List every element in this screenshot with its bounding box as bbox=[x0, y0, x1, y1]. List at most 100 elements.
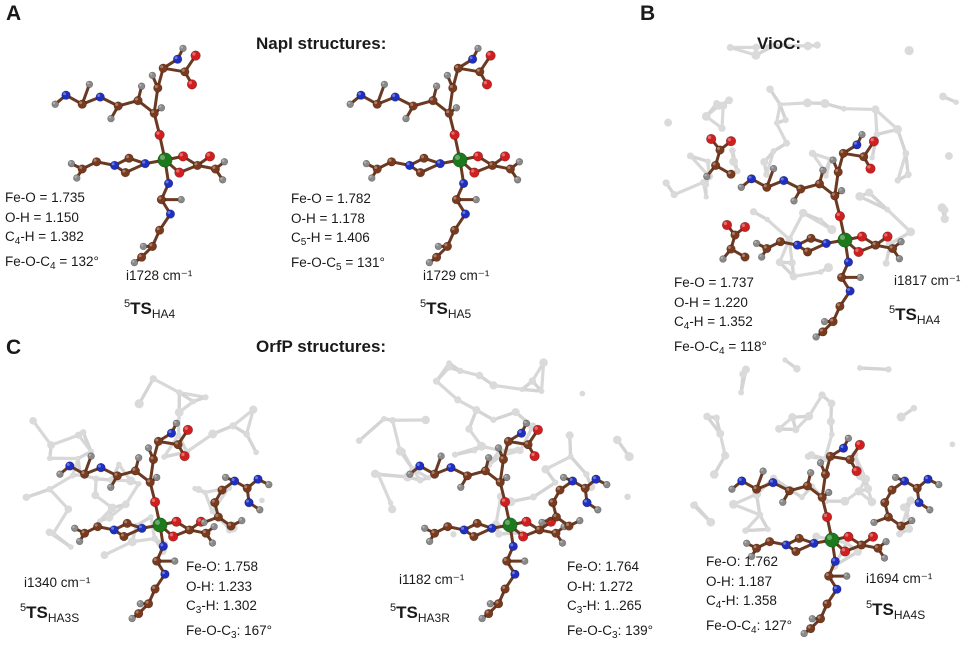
atom-highlight bbox=[254, 476, 258, 480]
orfp-ts-ha3s-molecule bbox=[56, 419, 218, 623]
atom-highlight bbox=[74, 175, 77, 178]
atom-highlight bbox=[874, 545, 878, 549]
atom bbox=[444, 108, 454, 118]
ghost-atom bbox=[375, 471, 382, 478]
atom-highlight bbox=[188, 81, 193, 85]
atom bbox=[210, 522, 218, 531]
atom bbox=[521, 557, 529, 565]
ghost-atom bbox=[432, 377, 441, 385]
ghost-atom bbox=[827, 399, 836, 408]
iron-atom bbox=[157, 152, 173, 168]
atom bbox=[136, 600, 145, 608]
atom bbox=[779, 498, 787, 506]
atom bbox=[806, 623, 816, 634]
atom bbox=[152, 556, 162, 566]
atom bbox=[730, 230, 740, 240]
ghost-atom bbox=[127, 537, 137, 547]
vioc-protein-ghost bbox=[662, 41, 959, 281]
ghost-atom bbox=[949, 441, 956, 448]
atom-highlight bbox=[138, 254, 142, 258]
atom-highlight bbox=[791, 198, 794, 201]
atom-highlight bbox=[604, 482, 607, 485]
atom-highlight bbox=[504, 519, 511, 525]
bond bbox=[823, 432, 834, 461]
atom-highlight bbox=[138, 525, 142, 529]
ghost-atom bbox=[818, 391, 826, 399]
atom-highlight bbox=[437, 160, 441, 164]
ghost-atom bbox=[249, 405, 258, 414]
atom bbox=[91, 157, 102, 167]
atom-highlight bbox=[839, 234, 845, 240]
atom bbox=[817, 492, 827, 502]
atom-highlight bbox=[807, 625, 811, 629]
atom-highlight bbox=[427, 260, 430, 263]
ghost-atom bbox=[953, 99, 959, 105]
ghost-atom bbox=[202, 394, 209, 401]
ghost-atom bbox=[896, 530, 903, 538]
ghost-atom bbox=[490, 416, 497, 423]
vioc-carboxylate-1 bbox=[703, 133, 737, 181]
atom-highlight bbox=[723, 221, 727, 226]
atom-highlight bbox=[763, 245, 767, 249]
ghost-atom bbox=[885, 366, 892, 373]
ghost-atom bbox=[799, 494, 805, 501]
atom-highlight bbox=[729, 486, 732, 490]
atom bbox=[815, 614, 826, 624]
atom bbox=[926, 506, 934, 514]
atom bbox=[487, 523, 497, 533]
atom-highlight bbox=[826, 490, 829, 493]
atom-highlight bbox=[867, 165, 871, 169]
ghost-atom bbox=[471, 447, 478, 454]
orfp-ts-ha4s-params: Fe-O: 1.762 O-H: 1.187 C4-H: 1.358 Fe-O-… bbox=[706, 552, 792, 640]
atom-highlight bbox=[763, 184, 767, 188]
ghost-atom bbox=[528, 377, 537, 385]
ghost-atom bbox=[906, 227, 916, 237]
atom-highlight bbox=[77, 539, 80, 542]
atom-highlight bbox=[151, 110, 155, 114]
atom bbox=[791, 546, 801, 557]
atom bbox=[95, 92, 105, 102]
ghost-atom bbox=[151, 535, 158, 542]
ghost-atom bbox=[701, 112, 711, 121]
atom bbox=[158, 541, 168, 551]
atom-highlight bbox=[215, 513, 219, 517]
atom-highlight bbox=[156, 131, 160, 135]
bond bbox=[731, 502, 762, 517]
atom-highlight bbox=[154, 84, 158, 89]
bond bbox=[896, 151, 908, 182]
atom-highlight bbox=[813, 334, 817, 337]
atom bbox=[854, 439, 865, 450]
atom bbox=[148, 71, 157, 80]
bond bbox=[357, 417, 386, 443]
ghost-atom bbox=[190, 398, 197, 405]
ghost-atom bbox=[126, 476, 136, 486]
ghost-atom bbox=[823, 262, 834, 273]
atom bbox=[122, 518, 132, 528]
atom bbox=[551, 528, 561, 538]
atom-highlight bbox=[524, 420, 527, 424]
atom-highlight bbox=[830, 318, 834, 322]
napi-ts-ha4-params: Fe-O = 1.735 O-H = 1.150 C4-H = 1.382 Fe… bbox=[5, 188, 99, 276]
atom-highlight bbox=[804, 482, 808, 486]
ghost-atom bbox=[882, 259, 890, 267]
bond bbox=[539, 361, 546, 393]
atom bbox=[472, 195, 480, 204]
ghost-atom bbox=[813, 41, 821, 49]
atom bbox=[843, 257, 854, 267]
bond bbox=[873, 107, 879, 137]
atom-highlight bbox=[181, 452, 185, 457]
atom bbox=[856, 540, 867, 550]
atom bbox=[71, 524, 79, 532]
atom-highlight bbox=[780, 177, 784, 181]
atom bbox=[559, 473, 568, 482]
ghost-atom bbox=[47, 441, 56, 450]
ghost-atom bbox=[793, 364, 801, 373]
atom-highlight bbox=[753, 545, 757, 549]
atom-highlight bbox=[114, 472, 118, 476]
bond bbox=[162, 433, 181, 459]
ghost-atom bbox=[854, 487, 863, 496]
bond bbox=[203, 490, 214, 514]
ghost-atom bbox=[945, 152, 953, 160]
atom-highlight bbox=[180, 46, 183, 49]
bond bbox=[688, 154, 711, 178]
